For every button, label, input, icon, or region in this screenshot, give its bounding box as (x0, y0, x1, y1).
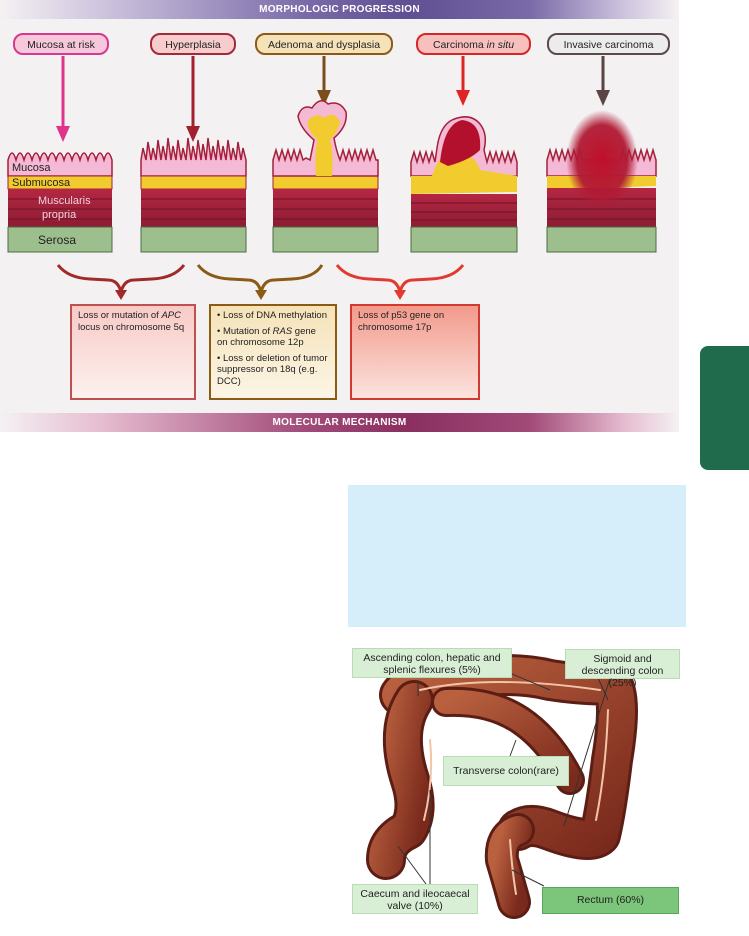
mechanism-box-p53: Loss of p53 gene on chromosome 17p (350, 304, 480, 400)
stage-arrows (56, 56, 610, 142)
mechanism-text: gene on chromosome 12p (217, 325, 316, 349)
label-transverse-colon: Transverse colon(rare) (443, 756, 569, 786)
arrow-head (186, 126, 200, 142)
label-sigmoid-descending: Sigmoid and descending colon (25%) (565, 649, 680, 689)
mechanism-item-ras: Mutation of RAS gene on chromosome 12p (217, 326, 329, 349)
histology-diagram (7, 56, 657, 300)
molecular-mechanism-banner: MOLECULAR MECHANISM (0, 413, 679, 432)
arrow-head (56, 126, 70, 142)
mechanism-box-apc: Loss or mutation of APC locus on chromos… (70, 304, 196, 400)
mechanism-text: Loss or deletion of tumor suppressor on … (217, 352, 328, 387)
mechanism-text: Loss of p53 gene on chromosome 17p (358, 310, 445, 333)
layer-label-muscularis: Muscularis (38, 195, 91, 207)
stage-label-carcinoma-in-situ: Carcinoma in situ (416, 33, 531, 55)
label-caecum: Caecum and ileocaecal valve (10%) (352, 884, 478, 914)
mechanism-text: Mutation of (222, 325, 273, 337)
label-rectum: Rectum (60%) (542, 887, 679, 914)
brace-connectors (56, 264, 465, 300)
tumor-mass (566, 110, 638, 210)
stage-label-mucosa-at-risk: Mucosa at risk (13, 33, 109, 55)
stage-label-text: Invasive carcinoma (563, 39, 654, 51)
label-ascending-colon: Ascending colon, hepatic and splenic fle… (352, 648, 512, 678)
arrow-head (596, 90, 610, 106)
layer-label-submucosa: Submucosa (12, 177, 71, 189)
stage-label-text: Hyperplasia (165, 39, 221, 51)
stage-label-em: in situ (486, 39, 515, 51)
block-hyperplasia (140, 137, 247, 253)
mechanism-item-methylation: Loss of DNA methylation (217, 310, 329, 322)
mechanism-gene-apc: APC (161, 310, 181, 321)
morphologic-progression-banner: MORPHOLOGIC PROGRESSION (0, 0, 679, 19)
layer-label-serosa: Serosa (38, 233, 77, 247)
stage-label-text: Adenoma and dysplasia (267, 39, 381, 51)
mechanism-gene-ras: RAS (272, 325, 293, 337)
stage-label-invasive-carcinoma: Invasive carcinoma (547, 33, 670, 55)
info-box (348, 485, 686, 627)
block-carcinoma-in-situ (410, 116, 518, 253)
layer-label-propria: propria (42, 209, 77, 221)
mechanism-text: Loss of DNA methylation (222, 310, 327, 321)
arrow-head (456, 90, 470, 106)
stage-label-text: Mucosa at risk (27, 39, 95, 51)
mechanism-text: locus on chromosome 5q (78, 321, 185, 333)
layer-label-mucosa: Mucosa (12, 162, 51, 174)
stage-label-hyperplasia: Hyperplasia (150, 33, 236, 55)
block-adenoma (272, 100, 379, 253)
mechanism-item-18q: Loss or deletion of tumor suppressor on … (217, 353, 329, 388)
block-invasive-carcinoma (546, 110, 657, 253)
block-normal-mucosa (7, 152, 113, 253)
stage-label-adenoma-dysplasia: Adenoma and dysplasia (255, 33, 393, 55)
chapter-tab (700, 346, 749, 470)
arrow-head (317, 90, 331, 106)
mechanism-text: Loss or mutation of (78, 310, 162, 321)
stage-label-text: Carcinoma (432, 39, 487, 51)
mechanism-box-ras: Loss of DNA methylation Mutation of RAS … (209, 304, 337, 400)
